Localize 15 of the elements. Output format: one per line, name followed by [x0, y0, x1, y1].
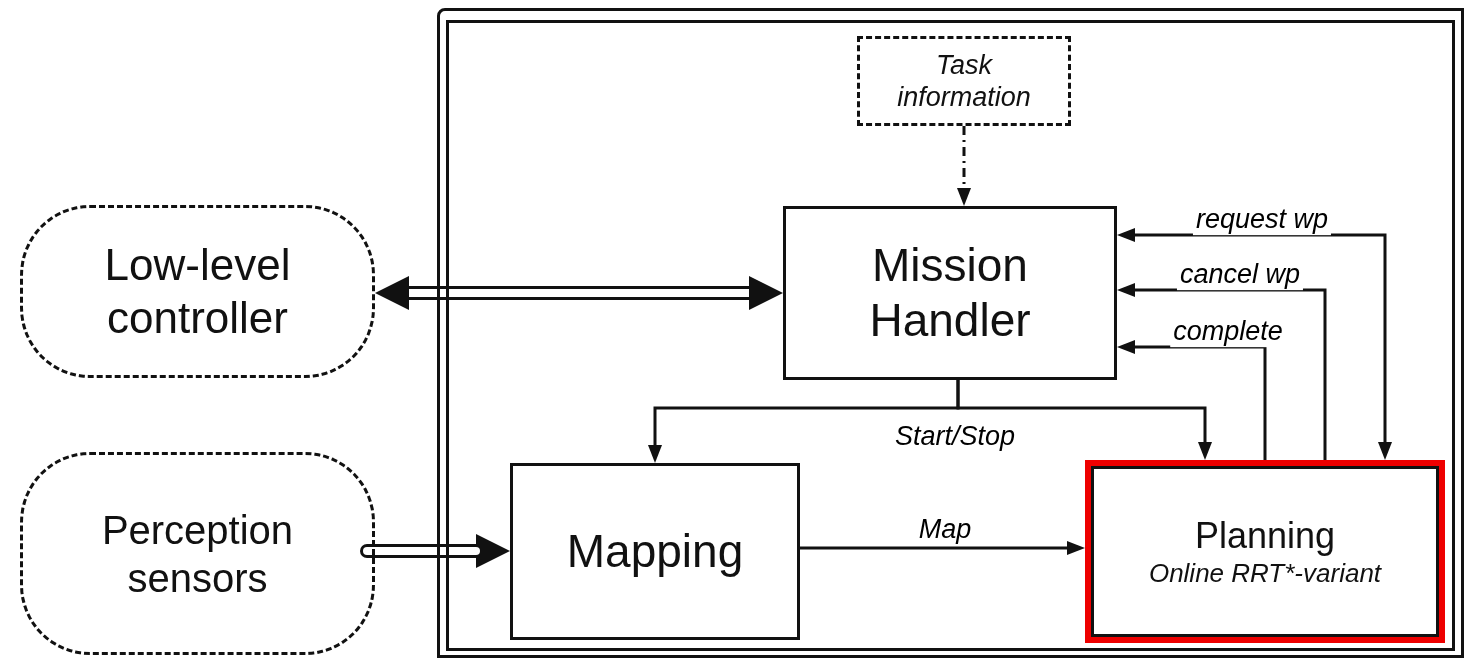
- node-title: Perception sensors: [100, 506, 295, 602]
- system-frame: [437, 8, 1464, 658]
- edge-label: cancel wp: [1176, 260, 1304, 290]
- dashed-rounded-box: [20, 205, 375, 378]
- node-subtitle: Online RRT*-variant: [1147, 557, 1383, 589]
- node-title: Planning: [1193, 514, 1337, 558]
- node-title: Task information: [896, 48, 1032, 114]
- node-title: Mission Handler: [868, 237, 1032, 348]
- highlighted-box: [1085, 460, 1445, 643]
- process-box: [783, 206, 1117, 380]
- dashed-rounded-box: [20, 452, 375, 655]
- process-box: [510, 463, 800, 640]
- node-title: Mapping: [565, 523, 745, 579]
- node-title: Low-level controller: [103, 238, 292, 344]
- dashed-box: [857, 36, 1071, 126]
